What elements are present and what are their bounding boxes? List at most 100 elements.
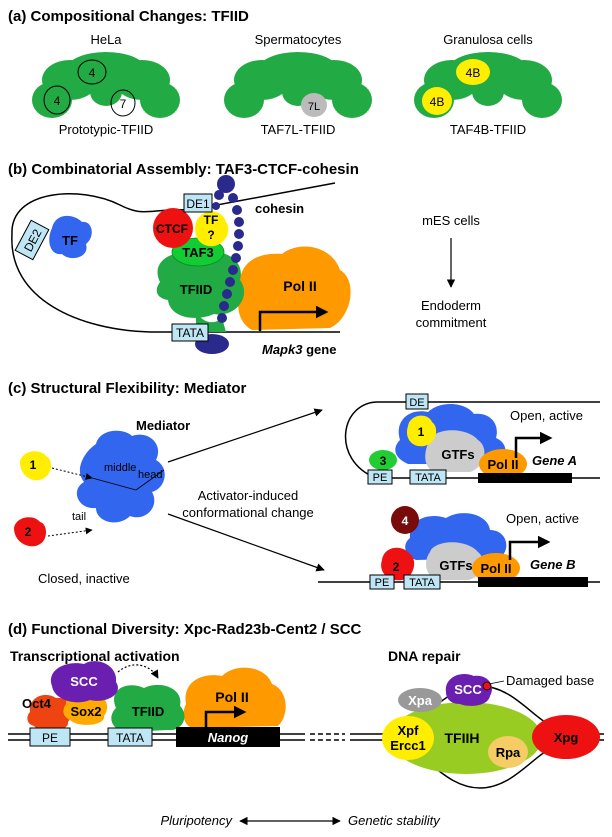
top-tata-box: [409, 469, 447, 485]
mediator-open-b: [405, 513, 507, 560]
cell-hela-label: HeLa: [90, 32, 122, 47]
activator-1-bound: [406, 415, 437, 447]
top-de-box: [405, 393, 429, 410]
transition-arrow-bottom: [167, 513, 325, 572]
activator-1-shape: [20, 451, 52, 481]
top-de-label: DE: [409, 397, 424, 409]
xpf-label: Xpf: [398, 723, 420, 738]
bot-pe-label: PE: [375, 577, 390, 589]
taf3-label: TAF3: [182, 245, 214, 260]
closed-inactive-label: Closed, inactive: [38, 571, 130, 586]
ercc1-label: Ercc1: [390, 738, 425, 753]
tata-box: [171, 323, 209, 342]
oct4-label: Oct4: [22, 696, 52, 711]
gene-a-label: Gene A: [532, 453, 577, 468]
sox2-label: Sox2: [70, 704, 101, 719]
mes-cells-label: mES cells: [422, 213, 480, 228]
endoderm-label-2: commitment: [416, 315, 487, 330]
top-activator-1-label: 1: [418, 425, 425, 439]
taf4b-top-shape: [456, 59, 490, 85]
activator-2-shape: [14, 517, 46, 547]
panel-c-title: (c) Structural Flexibility: Mediator: [8, 380, 247, 397]
activator-2-label: 2: [25, 525, 32, 539]
tata-d-box: [107, 727, 153, 747]
gtfs-b-label: GTFs: [439, 558, 472, 573]
bot-tata-box: [403, 574, 441, 590]
subunit-7l: 7L: [308, 101, 320, 113]
nanog-gene-body: [176, 727, 280, 747]
panel-a: (a) Compositional Changes: TFIID HeLa Sp…: [8, 8, 562, 137]
activator-3-shape: [369, 450, 397, 470]
bot-tata-label: TATA: [409, 577, 435, 589]
gene-a-complex: GTFs 1 DE 3 Pol II PE TATA Open, active …: [344, 393, 600, 485]
tf-unknown-label-2: ?: [207, 228, 214, 242]
xpg-shape: [532, 715, 600, 759]
mediator-label: Mediator: [136, 418, 190, 433]
bot-activator-2-label: 2: [393, 560, 400, 574]
bot-activator-4-label: 4: [402, 514, 409, 528]
taf7l-subunit-shape: [301, 93, 327, 117]
activator-induced-label-2: conformational change: [182, 505, 314, 520]
scc-repair-label: SCC: [454, 682, 482, 697]
mapk3-gene-word: gene: [302, 342, 336, 357]
tf-unknown-shape: [195, 211, 229, 247]
transcriptional-activation-title: Transcriptional activation: [10, 648, 180, 664]
panel-d-title: (d) Functional Diversity: Xpc-Rad23b-Cen…: [8, 621, 362, 638]
mediator-tail-label: tail: [72, 511, 86, 523]
transition-arrow-top: [167, 408, 323, 463]
activator-1-arrow: [51, 467, 93, 480]
tfiid-d-label: TFIID: [132, 704, 165, 719]
tf-label: TF: [62, 233, 78, 248]
pe-d-label: PE: [42, 731, 58, 745]
tf-blob: [49, 215, 92, 259]
gtfs-a-shape: [425, 430, 485, 472]
scc-shape: [50, 661, 118, 703]
gene-a-body: [478, 473, 572, 483]
gtfs-a-label: GTFs: [441, 447, 474, 462]
de2-box: DE2: [14, 219, 50, 261]
panel-a-title: (a) Compositional Changes: TFIID: [8, 8, 249, 25]
top-pe-label: PE: [373, 472, 388, 484]
scc-to-tfiid-arrow: [117, 664, 159, 679]
gene-b-body: [478, 577, 588, 587]
cohesin-label: cohesin: [255, 201, 304, 216]
mediator-closed: [76, 430, 165, 523]
tf-unknown-label-1: TF: [204, 213, 219, 227]
rpa-shape: [488, 736, 528, 768]
prototypic-tfiid-label: Prototypic-TFIID: [59, 122, 154, 137]
tfiih-label: TFIIH: [445, 730, 480, 746]
dna-loop-bottom: [11, 233, 340, 333]
pol2-label: Pol II: [283, 278, 316, 294]
cell-granulosa-label: Granulosa cells: [443, 32, 533, 47]
damaged-base-dot: [482, 681, 492, 691]
activator-4-shape: [391, 506, 419, 534]
subunit-7: 7: [120, 97, 127, 111]
tfiid-d-shape: [111, 684, 185, 732]
panel-b: (b) Combinatorial Assembly: TAF3-CTCF-co…: [8, 161, 487, 357]
de1-box: [183, 193, 213, 213]
pluripotency-label: Pluripotency: [160, 813, 233, 828]
pol2-a-label: Pol II: [487, 457, 518, 472]
pe-d-box: [29, 727, 71, 747]
dna-repair-title: DNA repair: [388, 648, 461, 664]
activator-2-arrow: [47, 527, 93, 537]
oct4-shape: [27, 694, 72, 731]
gtfs-b-shape: [426, 542, 483, 580]
xpa-label: Xpa: [408, 693, 433, 708]
scc-label: SCC: [70, 674, 98, 689]
de1-label: DE1: [186, 197, 210, 211]
rpa-label: Rpa: [496, 745, 521, 760]
panel-c: (c) Structural Flexibility: Mediator Med…: [8, 380, 600, 590]
panel-b-title: (b) Combinatorial Assembly: TAF3-CTCF-co…: [8, 161, 359, 178]
top-activator-3-label: 3: [380, 454, 387, 468]
ctcf-label: CTCF: [156, 222, 188, 236]
bot-pe-box: [369, 574, 395, 590]
nanog-tss-arrow: [204, 705, 247, 727]
subunit-4b-left: 4B: [430, 95, 445, 109]
panel-d: (d) Functional Diversity: Xpc-Rad23b-Cen…: [8, 621, 604, 828]
tata-label: TATA: [176, 326, 204, 340]
bot-open-active-label: Open, active: [506, 511, 579, 526]
gene-b-label: Gene B: [530, 557, 576, 572]
pol2-b-label: Pol II: [480, 561, 511, 576]
